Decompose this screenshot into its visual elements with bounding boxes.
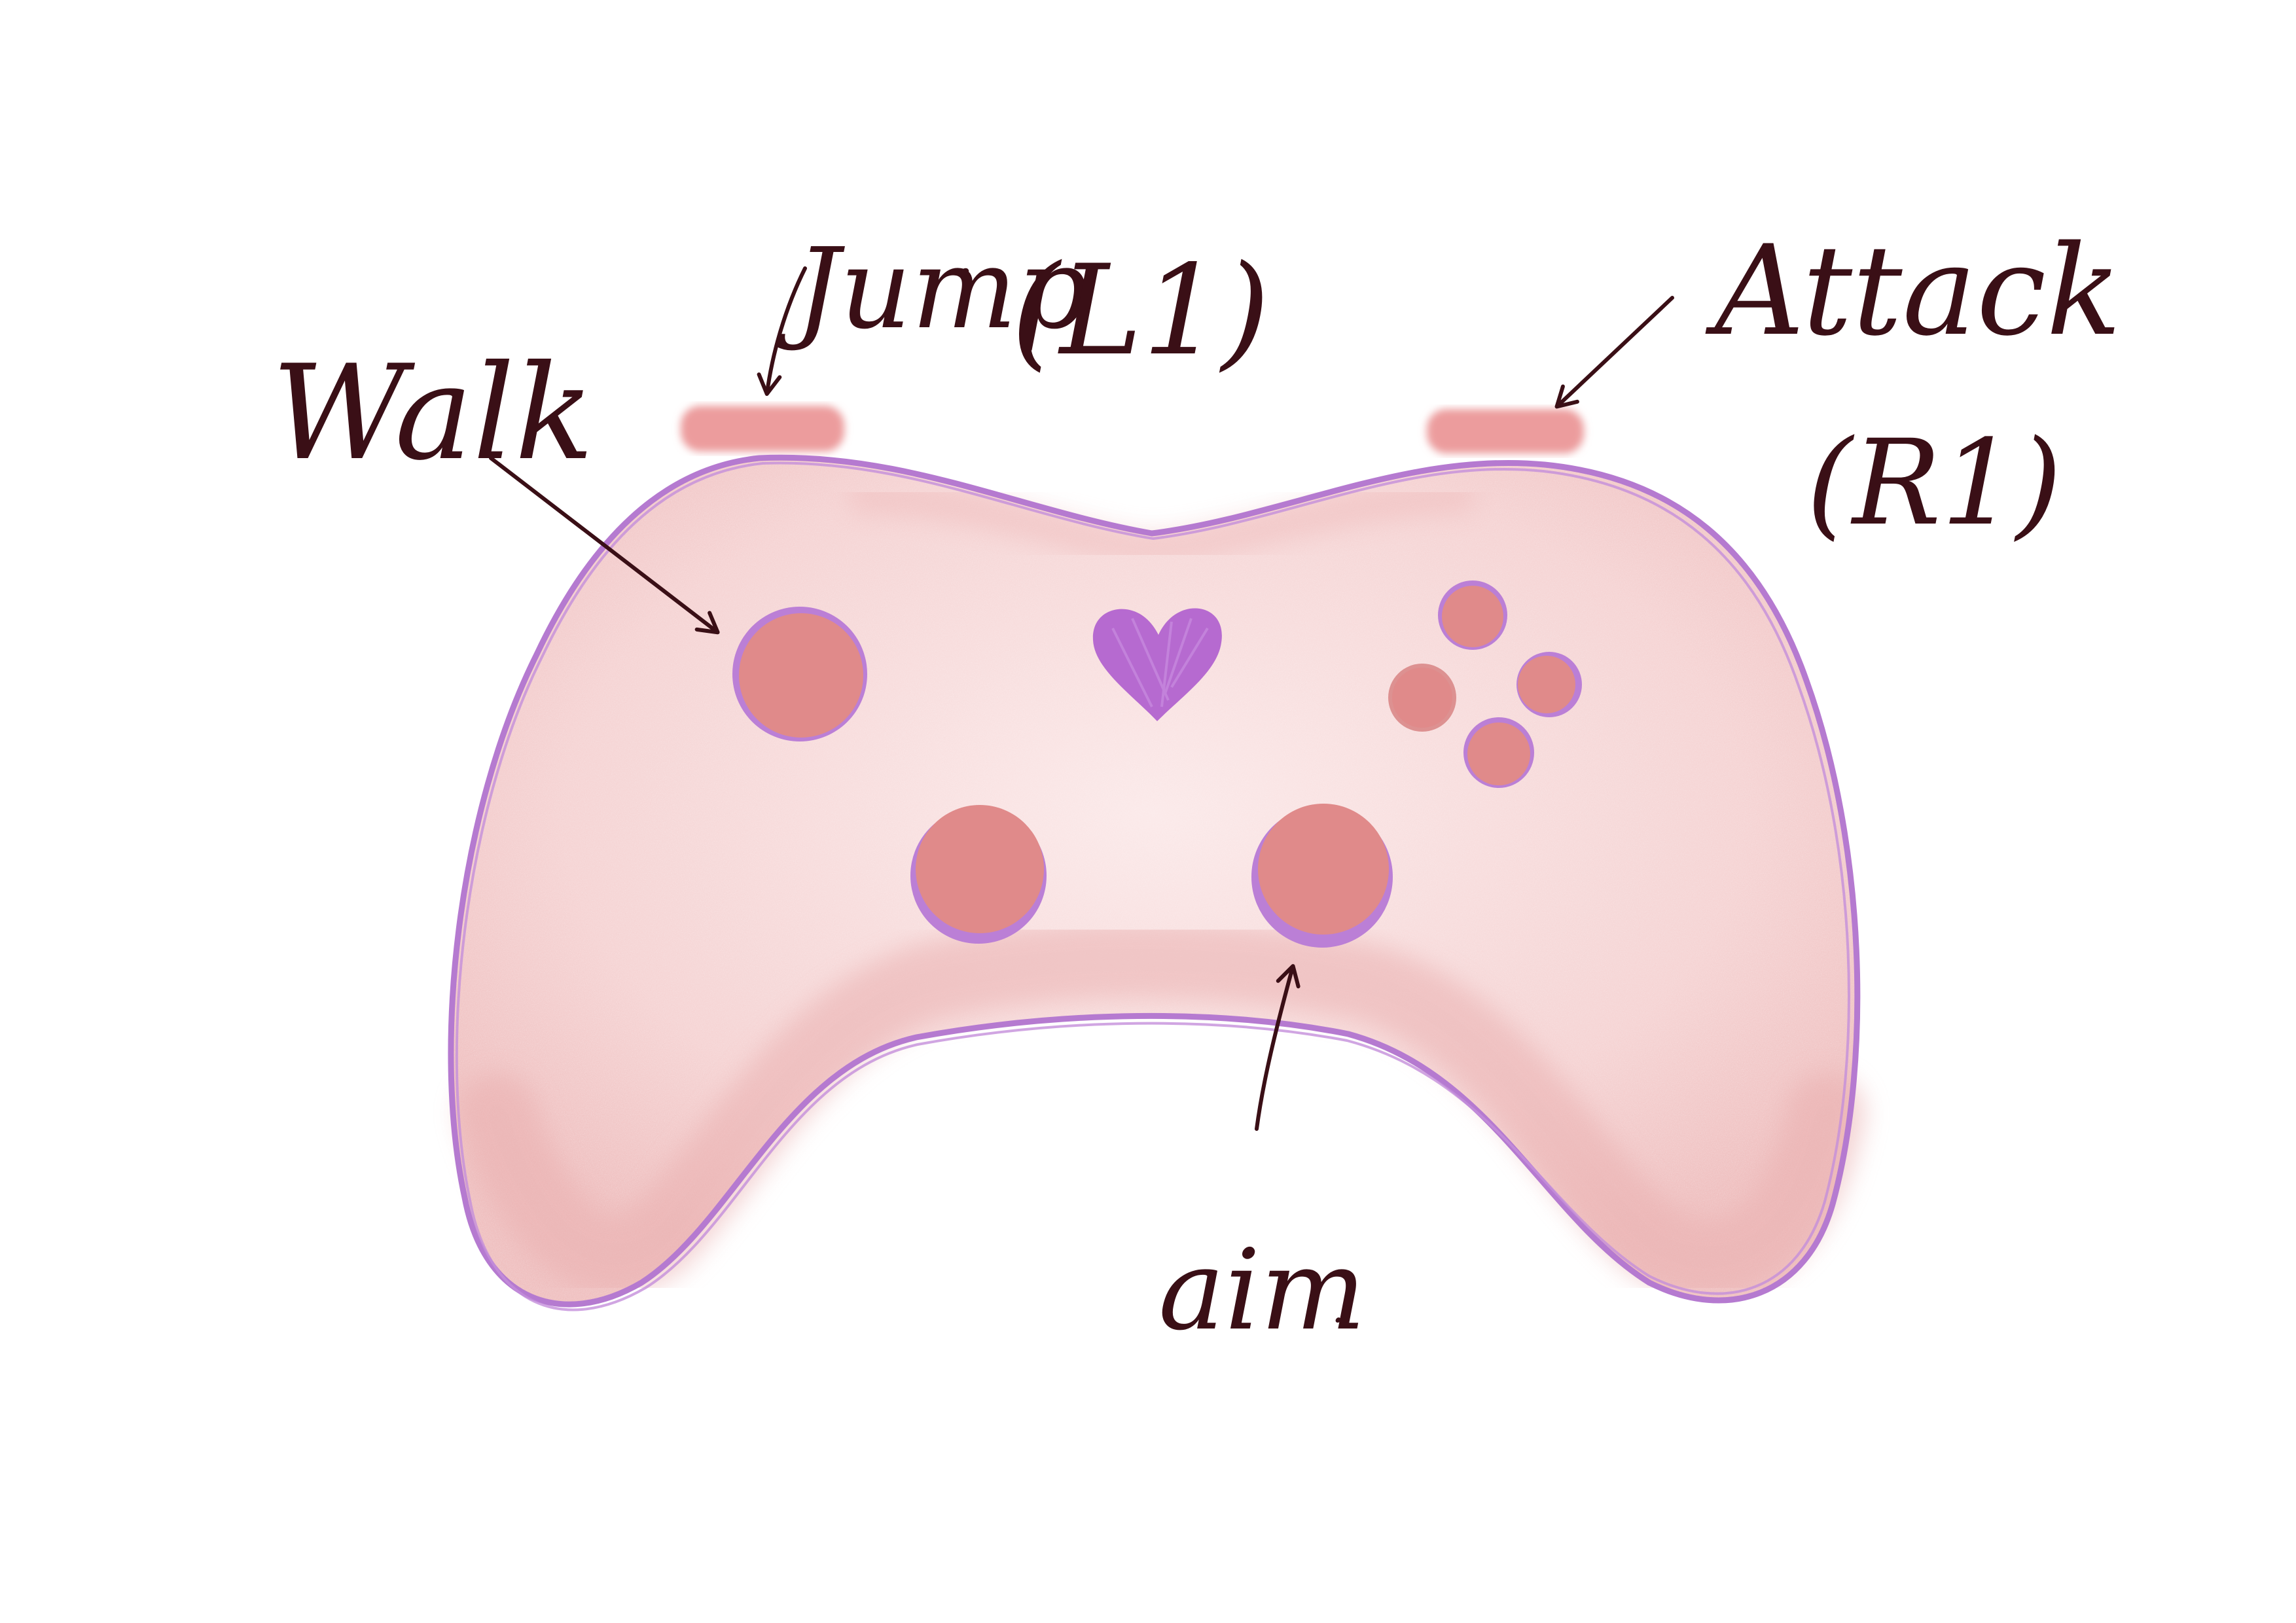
aim-label: aim	[1158, 1226, 1366, 1355]
heart-icon	[1092, 608, 1222, 721]
left-bumper-l1	[681, 406, 844, 452]
body-shade	[458, 920, 1865, 1298]
jump-arrow	[757, 266, 807, 396]
right-analog-stick	[1251, 804, 1393, 948]
attack-button-label: (R1)	[1806, 415, 2062, 552]
face-button-bottom	[1463, 717, 1534, 788]
face-button-left	[1388, 664, 1456, 732]
dpad-lower-left-stick	[910, 805, 1047, 944]
aim-arrow	[1255, 964, 1300, 1131]
attack-label: Attack	[1705, 219, 2121, 363]
left-analog-stick	[732, 607, 867, 741]
aim-dot: .	[1332, 1286, 1344, 1332]
face-buttons-cluster	[1388, 580, 1582, 788]
jump-button-label: (L1)	[1011, 238, 1270, 383]
body-top-shade	[850, 481, 1473, 567]
attack-arrow	[1554, 296, 1674, 409]
walk-label: Walk	[272, 337, 594, 490]
controller-body	[448, 454, 1865, 1311]
right-bumper-r1	[1427, 409, 1584, 454]
face-button-right	[1516, 652, 1582, 717]
jump-label: Jump	[776, 224, 1088, 354]
face-button-top	[1438, 580, 1507, 650]
jump-dot: .	[956, 221, 975, 289]
walk-arrow	[489, 456, 720, 635]
